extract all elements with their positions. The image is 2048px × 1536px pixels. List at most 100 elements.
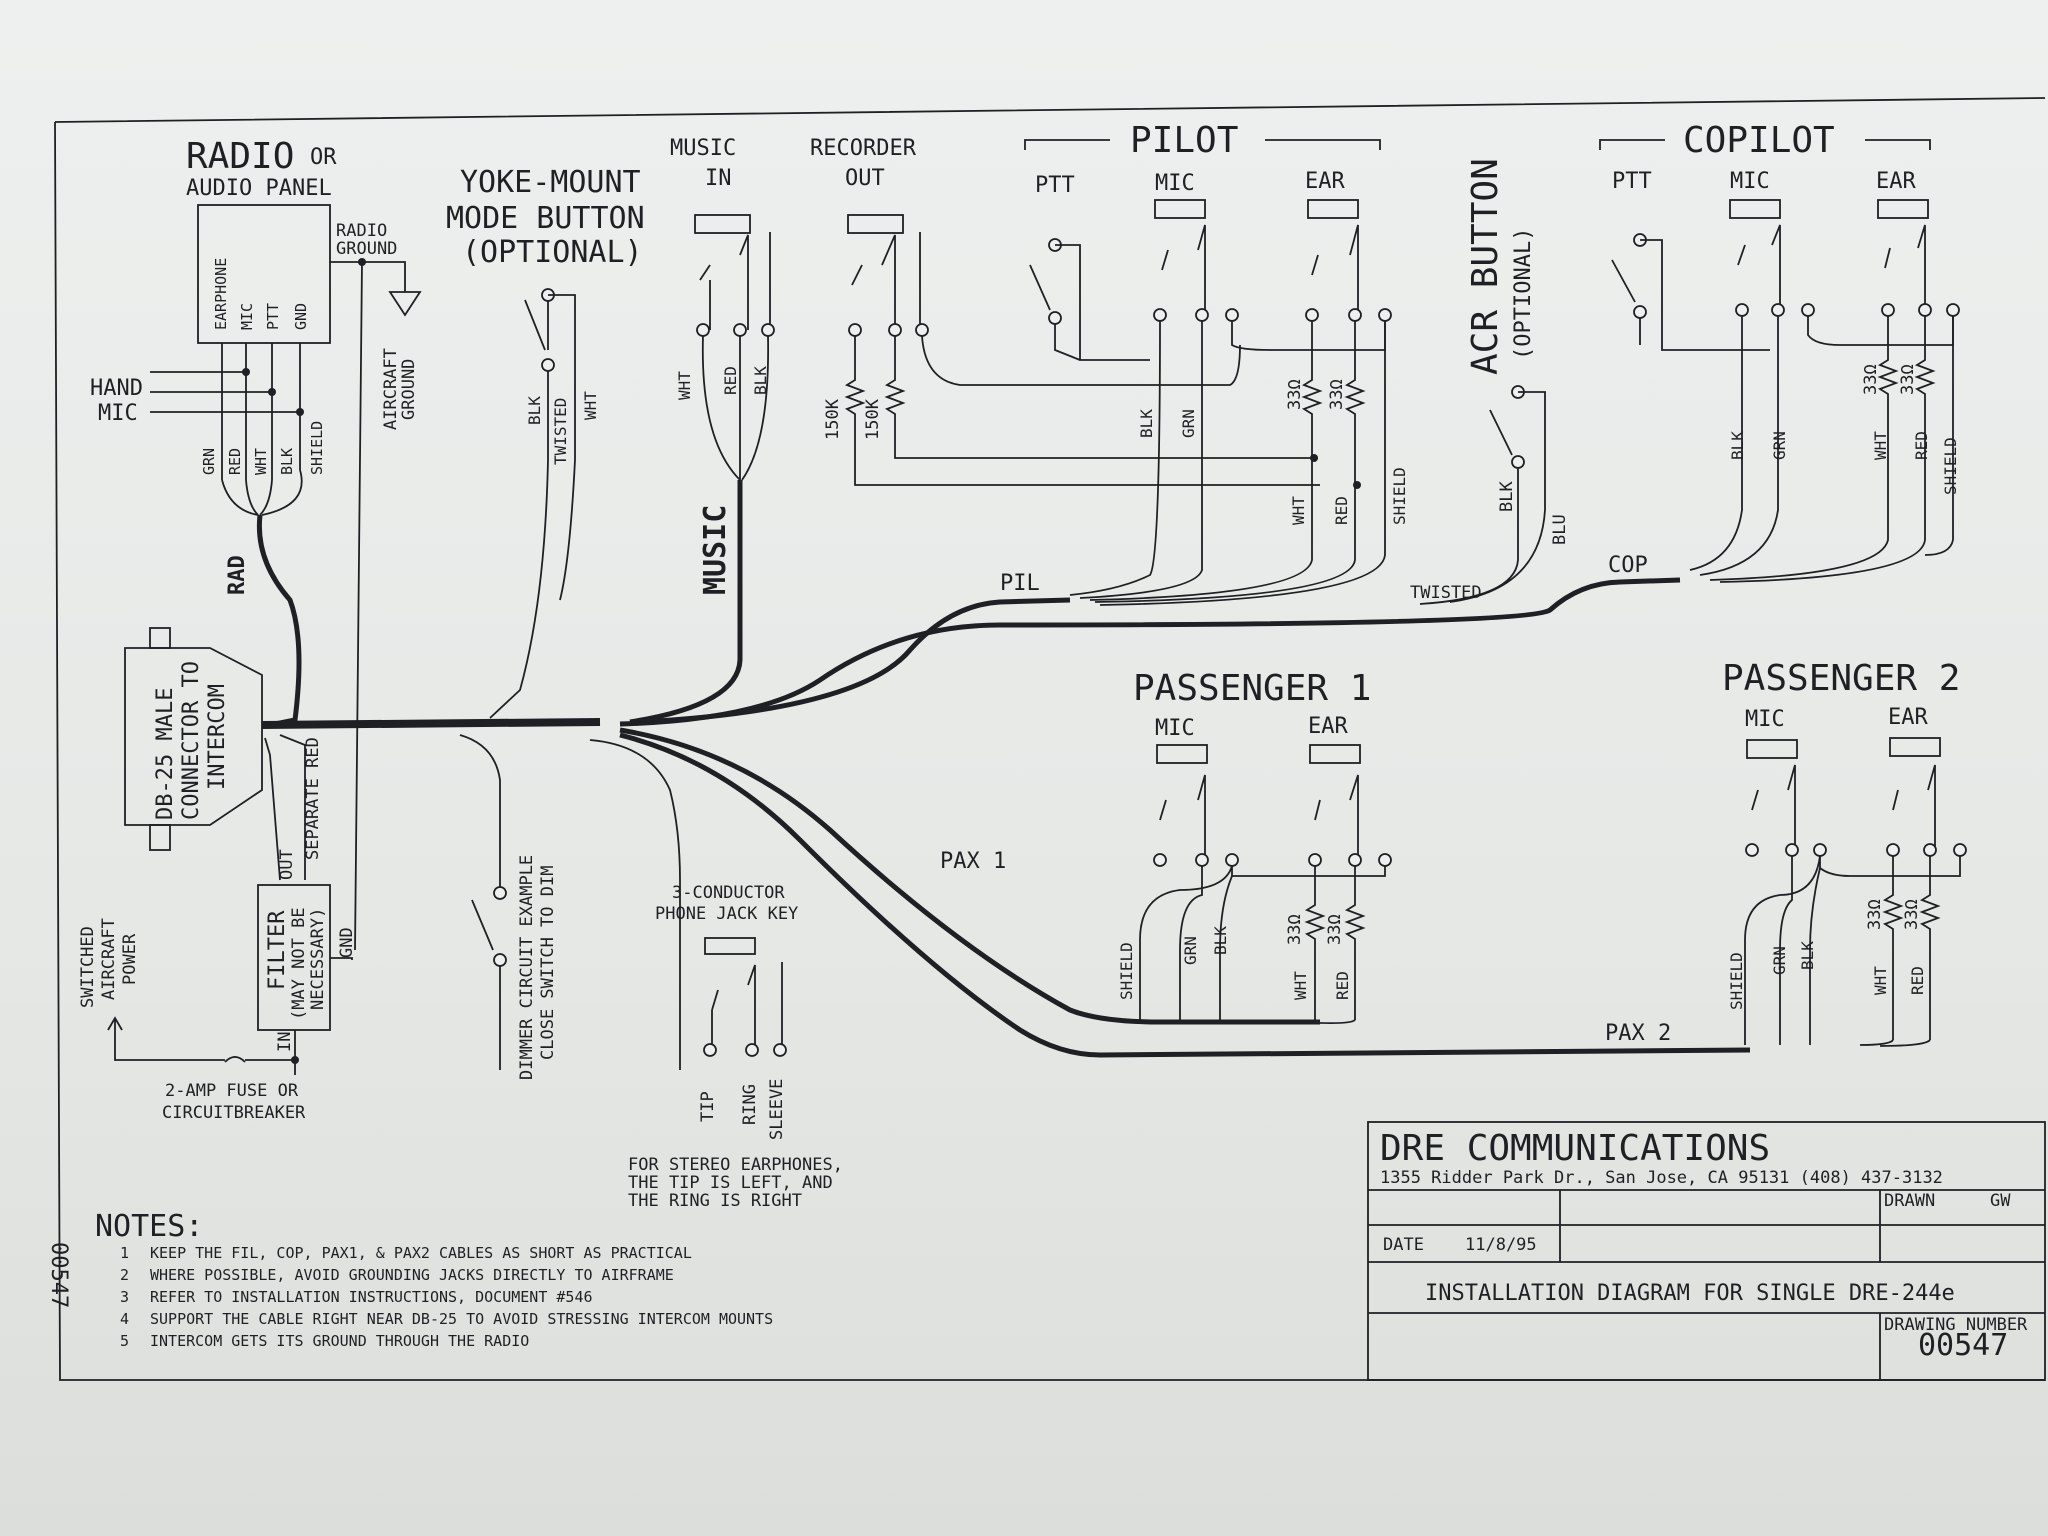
copilot-ptt-leads	[1639, 239, 1770, 351]
drawn-value: GW	[1990, 1191, 2011, 1211]
pax2-wire-blk: BLK	[1798, 941, 1817, 970]
acr-lever	[1489, 409, 1513, 456]
note-item-3: REFER TO INSTALLATION INSTRUCTIONS, DOCU…	[150, 1288, 593, 1306]
filter-note-1: (MAY NOT BE	[289, 907, 309, 1020]
copilot-mic-springs	[1737, 224, 1781, 310]
pilot-ptt-label: PTT	[1035, 173, 1075, 198]
yoke-switch-lever	[524, 299, 546, 351]
pilot-shield-bus	[1231, 321, 1386, 351]
dimmer-lead	[589, 739, 681, 1070]
pax1-cable	[619, 727, 1320, 1025]
jack-pin-tip: TIP	[698, 1091, 718, 1122]
filter-title: FILTER	[265, 910, 290, 990]
filter-leads	[264, 734, 306, 881]
aircraft-ground-symbol	[388, 291, 422, 317]
yoke-leads	[489, 294, 576, 719]
jack-sleeve	[773, 1043, 787, 1057]
pax1-res-2: 33Ω	[1325, 914, 1345, 945]
notes-section: NOTES: 1 KEEP THE FIL, COP, PAX1, & PAX2…	[46, 1209, 773, 1350]
side-drawing-number: 00547	[46, 1242, 71, 1308]
yoke-switch-contact	[541, 358, 555, 372]
pilot-ptt-leads	[1054, 244, 1150, 361]
dimmer-section: DIMMER CIRCUIT EXAMPLE CLOSE SWITCH TO D…	[459, 734, 681, 1080]
pax1-cable-label: PAX 1	[940, 849, 1006, 874]
acr-leads	[1419, 391, 1546, 605]
pax1-ear-tip	[1308, 853, 1322, 867]
note-number: 2	[120, 1266, 129, 1284]
yoke-title-3: (OPTIONAL)	[462, 235, 643, 270]
pax1-ear-sleeve	[1378, 853, 1392, 867]
dimmer-leads	[459, 734, 501, 1070]
jack-key-body	[704, 937, 756, 955]
copilot-res-2: 33Ω	[1898, 364, 1918, 395]
pax2-wire-red: RED	[1908, 966, 1927, 995]
pax2-ear-ring	[1923, 843, 1937, 857]
db25-label-2: CONNECTOR TO	[179, 661, 204, 820]
power-wire	[114, 1020, 296, 1075]
pax1-ear-resistors	[1304, 866, 1366, 1020]
rad-wire-shield: SHIELD	[308, 421, 326, 475]
pax1-ear-key	[1309, 744, 1361, 764]
recorder-jack-springs	[851, 232, 921, 330]
filter-out-label: OUT	[277, 849, 297, 880]
pilot-mic-tip	[1153, 308, 1167, 322]
acr-optional: (OPTIONAL)	[1511, 228, 1536, 360]
pax2-wire-grn: GRN	[1770, 946, 1789, 975]
yoke-wire-wht: WHT	[581, 391, 600, 420]
pax1-wire-blk: BLK	[1211, 926, 1230, 955]
pilot-title: PILOT	[1130, 120, 1238, 161]
copilot-ear-label: EAR	[1876, 169, 1916, 194]
filter-note-2: NECESSARY)	[308, 908, 328, 1010]
pax1-wire-wht: WHT	[1291, 971, 1310, 1000]
pax2-wire-shield: SHIELD	[1727, 952, 1746, 1010]
music-cable	[629, 480, 743, 725]
copilot-section: COPILOT PTT MIC EAR 33Ω 33Ω BLK GRN WHT …	[619, 120, 1960, 727]
hand-mic-junction	[296, 408, 304, 416]
power-label-2: AIRCRAFT	[99, 918, 119, 1000]
power-junction	[291, 1056, 299, 1064]
pax2-mic-springs	[1751, 764, 1796, 850]
passenger1-section: PASSENGER 1 MIC EAR 33Ω 33Ω SHIELD GRN B…	[619, 668, 1392, 1025]
music-leads	[701, 335, 770, 481]
copilot-wire-red: RED	[1912, 431, 1931, 460]
pax1-mic-sleeve	[1225, 853, 1239, 867]
pax1-title: PASSENGER 1	[1133, 668, 1371, 709]
rad-wire-wht: WHT	[252, 448, 270, 475]
recorder-jack-key	[847, 214, 904, 234]
pax2-ear-springs	[1892, 764, 1936, 850]
jack-ring	[745, 1043, 759, 1057]
music-cable-label: MUSIC	[698, 505, 733, 595]
radio-section: RADIO OR AUDIO PANEL EARPHONE MIC PTT GN…	[90, 136, 422, 951]
copilot-wire-grn: GRN	[1770, 431, 1789, 460]
music-in-section: MUSIC IN WHT RED BLK MUSIC	[629, 136, 775, 725]
radio-ground-wire	[330, 261, 406, 292]
recorder-ring	[888, 323, 902, 337]
pilot-wire-blk: BLK	[1137, 409, 1156, 438]
copilot-mic-label: MIC	[1730, 169, 1770, 194]
filter-section: SEPARATE RED OUT FILTER (MAY NOT BE NECE…	[78, 734, 357, 1123]
music-title-1: MUSIC	[670, 136, 736, 161]
pilot-wire-wht: WHT	[1289, 496, 1308, 525]
music-wire-red: RED	[721, 366, 740, 395]
db25-connector: DB-25 MALE CONNECTOR TO INTERCOM	[124, 627, 263, 851]
copilot-mic-ring	[1771, 303, 1785, 317]
pilot-res-2: 33Ω	[1327, 379, 1347, 410]
yoke-title-1: YOKE-MOUNT	[460, 165, 641, 200]
pilot-mic-ring	[1195, 308, 1209, 322]
pax1-mic-label: MIC	[1155, 716, 1195, 741]
jack-title-1: 3-CONDUCTOR	[672, 883, 785, 903]
pax2-wire-wht: WHT	[1871, 966, 1890, 995]
copilot-mic-tip	[1735, 303, 1749, 317]
recorder-sleeve	[915, 323, 929, 337]
dimmer-lever	[471, 899, 494, 951]
rad-cable	[256, 514, 302, 728]
pax2-cable-label: PAX 2	[1605, 1021, 1671, 1046]
pax2-ear-resistors	[1882, 856, 1941, 1040]
note-number: 3	[120, 1288, 129, 1306]
music-tip	[696, 323, 710, 337]
pax2-mic-sleeve	[1813, 843, 1827, 857]
date-label: DATE	[1383, 1235, 1424, 1255]
recorder-title-1: RECORDER	[810, 136, 917, 161]
phone-jack-key: 3-CONDUCTOR PHONE JACK KEY TIP RING SLEE…	[628, 883, 843, 1211]
